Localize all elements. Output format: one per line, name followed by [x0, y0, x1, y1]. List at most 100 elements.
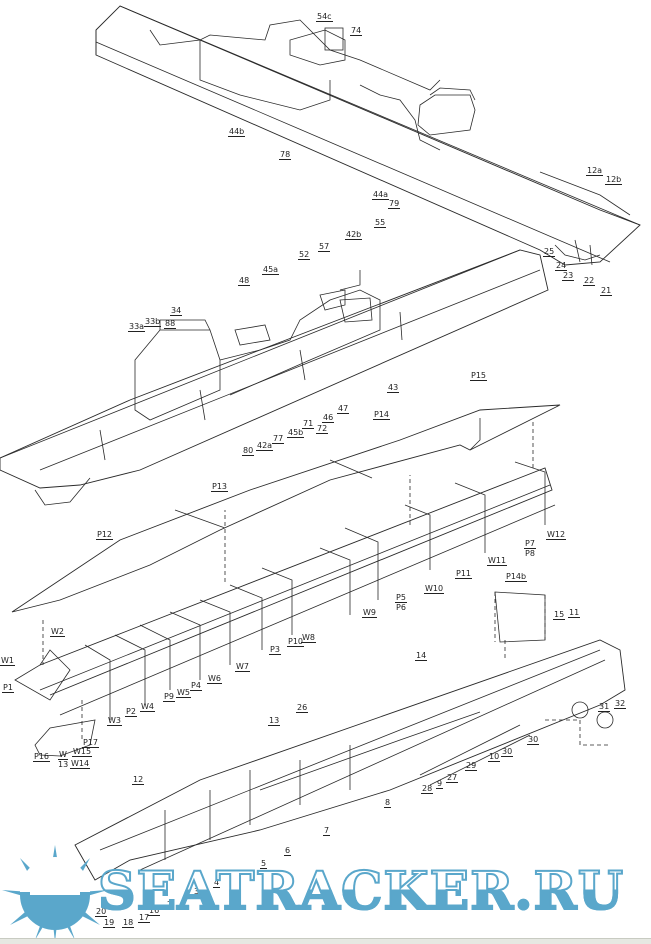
- part-label-33b: 33b: [144, 317, 162, 327]
- part-label-79: 79: [388, 199, 401, 209]
- part-label-55: 55: [374, 218, 387, 228]
- part-label-52: 52: [298, 250, 311, 260]
- part-label-10: 10: [488, 752, 501, 762]
- part-label-17: 17: [138, 913, 151, 923]
- part-label-2: 2: [166, 900, 174, 910]
- part-label-12a: 12a: [586, 166, 604, 176]
- part-label-p13: P13: [211, 482, 229, 492]
- part-label-57: 57: [318, 242, 331, 252]
- part-label-78: 78: [279, 150, 292, 160]
- part-label-42a: 42a: [256, 441, 274, 451]
- part-label-24: 24: [555, 261, 568, 271]
- part-label-w11: W11: [487, 556, 508, 566]
- part-label-21: 21: [600, 286, 613, 296]
- part-label-p17: P17: [82, 738, 100, 748]
- part-label-w14: W14: [70, 759, 91, 769]
- part-label-46: 46: [322, 413, 335, 423]
- part-label-44b: 44b: [228, 127, 246, 137]
- part-label-29: 29: [465, 761, 478, 771]
- part-label-p15: P15: [470, 371, 488, 381]
- watermark-text: SEATRACKER.RU: [97, 861, 625, 923]
- part-label-5: 5: [260, 859, 268, 869]
- part-label-23: 23: [562, 271, 575, 281]
- part-label-27: 27: [446, 773, 459, 783]
- part-label-45b: 45b: [287, 428, 305, 438]
- part-label-44a: 44a: [372, 190, 390, 200]
- part-label-w6: W6: [207, 674, 222, 684]
- part-label-p2: P2: [125, 707, 137, 717]
- part-label-7: 7: [323, 826, 331, 836]
- part-label-p10: P10: [287, 637, 305, 647]
- part-label-w: W: [58, 750, 68, 760]
- part-label-80: 80: [242, 446, 255, 456]
- part-label-15: 15: [553, 610, 566, 620]
- part-label-6: 6: [284, 846, 292, 856]
- part-label-43: 43: [387, 383, 400, 393]
- part-label-45a: 45a: [262, 265, 280, 275]
- part-label-w8: W8: [301, 633, 316, 643]
- lower-hull-assembly: [74, 591, 626, 881]
- part-label-88: 88: [164, 319, 177, 329]
- bottom-divider: [0, 938, 651, 944]
- mid-hull-assembly: [0, 249, 549, 506]
- part-label-18: 18: [122, 918, 135, 928]
- part-label-p1: P1: [2, 683, 14, 693]
- part-label-16: 16: [148, 906, 161, 916]
- part-label-p8: P8: [525, 549, 535, 558]
- part-label-3: 3: [193, 887, 201, 897]
- part-label-48: 48: [238, 276, 251, 286]
- part-label-72: 72: [316, 424, 329, 434]
- part-label-11: 11: [568, 608, 581, 618]
- part-label-w4: W4: [140, 702, 155, 712]
- part-label-13: 13: [268, 716, 281, 726]
- part-label-w2: W2: [50, 627, 65, 637]
- part-label-9: 9: [436, 779, 444, 789]
- part-label-33a: 33a: [128, 322, 146, 332]
- part-label-77: 77: [272, 434, 285, 444]
- part-label-31: 31: [598, 702, 611, 712]
- part-label-p4: P4: [190, 681, 202, 691]
- part-label-p5: P5: [395, 593, 407, 603]
- part-label-w9: W9: [362, 608, 377, 618]
- part-label-12b: 12b: [605, 175, 623, 185]
- part-label-47: 47: [337, 404, 350, 414]
- part-label-32: 32: [614, 699, 627, 709]
- part-label-p11: P11: [455, 569, 473, 579]
- sun-over-sea-icon: [2, 845, 108, 942]
- part-label-19: 19: [103, 918, 116, 928]
- part-label-w5: W5: [176, 688, 191, 698]
- part-label-13: 13: [58, 760, 69, 769]
- part-label-p7: P7: [524, 539, 536, 549]
- part-label-34: 34: [170, 306, 183, 316]
- part-label-8: 8: [384, 798, 392, 808]
- part-label-26: 26: [296, 703, 309, 713]
- part-label-w12: W12: [546, 530, 567, 540]
- part-label-p14: P14: [373, 410, 391, 420]
- part-label-w7: W7: [235, 662, 250, 672]
- part-label-w10: W10: [424, 584, 445, 594]
- part-label-30: 30: [527, 735, 540, 745]
- watermark: [0, 840, 651, 943]
- part-label-w15: W15: [72, 747, 93, 757]
- part-label-12: 12: [132, 775, 145, 785]
- part-label-42b: 42b: [345, 230, 363, 240]
- part-label-p14b: P14b: [505, 572, 528, 582]
- part-label-30: 30: [501, 747, 514, 757]
- part-label-4: 4: [213, 878, 221, 888]
- part-label-28: 28: [421, 784, 434, 794]
- part-label-p9: P9: [163, 692, 175, 702]
- part-label-p16: P16: [33, 752, 51, 762]
- part-label-p3: P3: [269, 645, 281, 655]
- deck-plates: [11, 404, 561, 613]
- part-label-74: 74: [350, 26, 363, 36]
- part-label-71: 71: [302, 419, 315, 429]
- part-label-20: 20: [95, 907, 108, 917]
- part-label-p6: P6: [396, 603, 406, 612]
- part-label-w3: W3: [107, 716, 122, 726]
- part-label-w1: W1: [0, 656, 15, 666]
- part-label-22: 22: [583, 276, 596, 286]
- part-label-p12: P12: [96, 530, 114, 540]
- part-label-54c: 54c: [316, 12, 333, 22]
